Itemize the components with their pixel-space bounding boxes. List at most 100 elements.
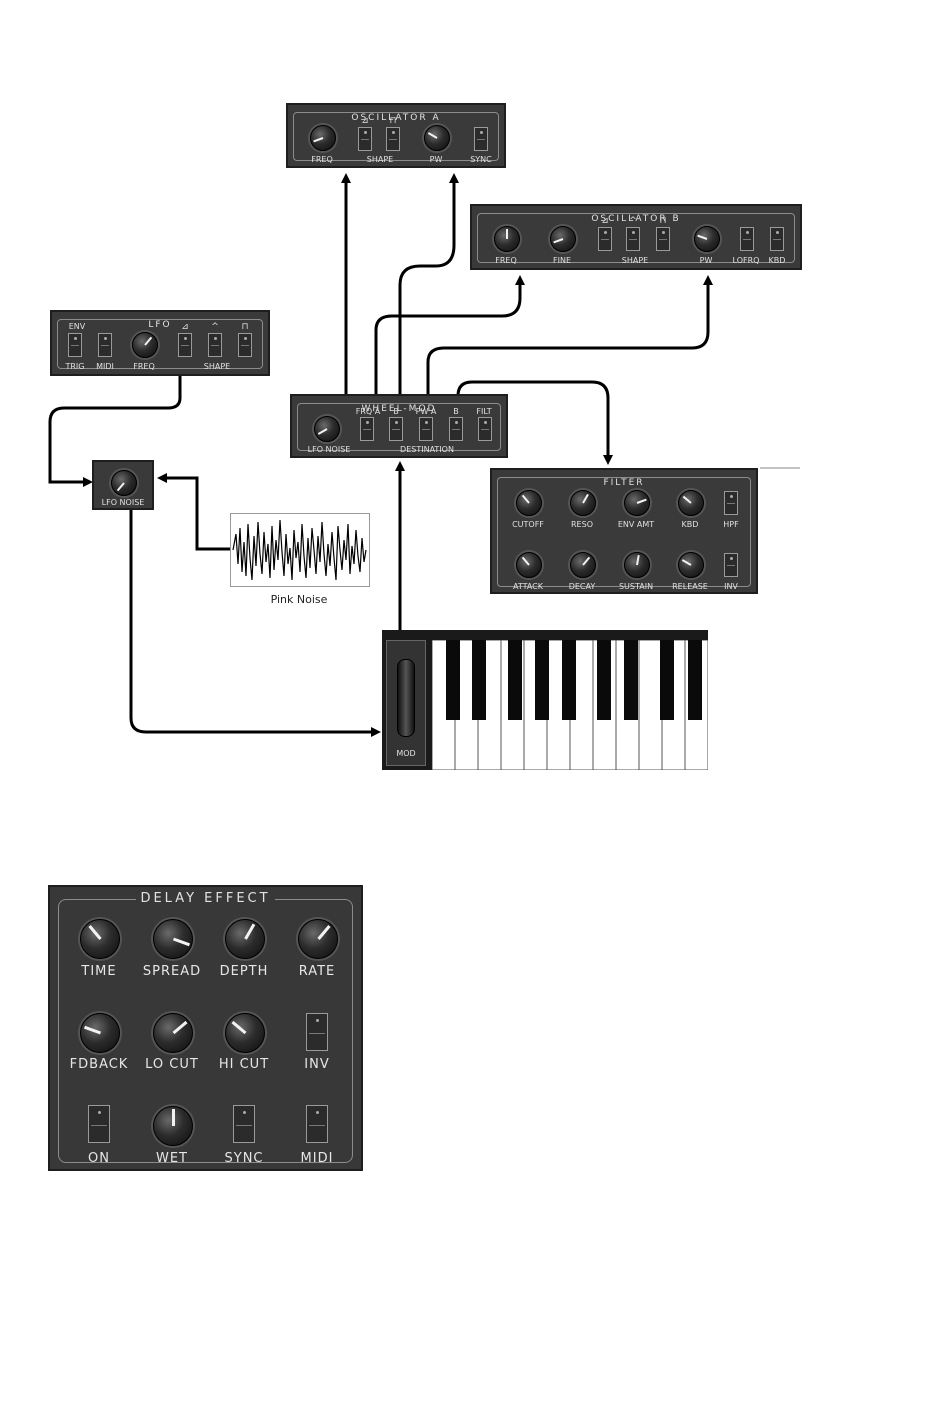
wheel-mod-pwa-switch[interactable] (419, 417, 433, 441)
wheel-mod-pwb-switch[interactable] (449, 417, 463, 441)
mod-wheel[interactable] (397, 659, 415, 737)
keyboard: MOD (382, 630, 708, 770)
osc-a-freq-knob[interactable] (310, 125, 336, 151)
lfo-shape-saw-switch[interactable] (178, 333, 192, 357)
delay-wet-knob[interactable] (153, 1106, 193, 1146)
saw-wave-icon: ⊿ (181, 322, 189, 332)
wire-to-filter (456, 380, 613, 465)
filter-release-knob[interactable] (678, 552, 704, 578)
lfo-noise-knob[interactable] (111, 470, 137, 496)
filter-sustain-knob[interactable] (624, 552, 650, 578)
wheel-mod-title: WHEEL-MOD (357, 404, 441, 414)
lfo-freq-knob[interactable] (132, 332, 158, 358)
filter-decay-label: DECAY (568, 582, 596, 591)
oscillator-b-panel: OSCILLATOR B ⊿ ^ ⊓ FREQ FINE SHAPE PW LO… (470, 204, 802, 270)
wire-to-osc-b-freq (374, 275, 525, 396)
filter-decay-knob[interactable] (570, 552, 596, 578)
osc-b-fine-knob[interactable] (550, 226, 576, 252)
osc-b-shape-label: SHAPE (621, 256, 649, 265)
osc-a-sync-switch[interactable] (474, 127, 488, 151)
filter-env-amt-label: ENV AMT (617, 520, 655, 529)
delay-inv-label: INV (304, 1057, 330, 1072)
filter-env-amt-knob[interactable] (624, 490, 650, 516)
square-wave-icon: ⊓ (659, 216, 667, 226)
delay-rate-label: RATE (298, 964, 336, 979)
delay-spread-label: SPREAD (142, 964, 202, 979)
wire-pinknoise-to-noise (157, 473, 230, 551)
lfo-title: LFO (144, 320, 176, 330)
osc-a-shape-saw-switch[interactable] (358, 127, 372, 151)
delay-midi-label: MIDI (300, 1151, 334, 1166)
wheel-mod-lfo-noise-knob[interactable] (314, 416, 340, 442)
osc-a-sync-label: SYNC (470, 155, 492, 164)
lfo-shape-triangle-switch[interactable] (208, 333, 222, 357)
osc-a-shape-square-switch[interactable] (386, 127, 400, 151)
lfo-trig-switch[interactable] (68, 333, 82, 357)
delay-on-switch[interactable] (88, 1105, 110, 1143)
lfo-midi-label: MIDI (96, 362, 114, 371)
lfo-trig-label: TRIG (65, 362, 85, 371)
delay-fdback-knob[interactable] (80, 1013, 120, 1053)
wheel-mod-filt-switch[interactable] (478, 417, 492, 441)
filter-cutoff-knob[interactable] (516, 490, 542, 516)
filter-panel: FILTER CUTOFF RESO ENV AMT KBD HPF ATTAC… (490, 468, 758, 594)
osc-b-shape-square-switch[interactable] (656, 227, 670, 251)
wheel-mod-lfo-noise-label: LFO NOISE (307, 445, 351, 454)
delay-lo-cut-knob[interactable] (153, 1013, 193, 1053)
wheel-mod-destination-label: DESTINATION (400, 445, 454, 454)
osc-b-pw-knob[interactable] (694, 226, 720, 252)
osc-b-kbd-switch[interactable] (770, 227, 784, 251)
delay-time-knob[interactable] (80, 919, 120, 959)
delay-depth-knob[interactable] (225, 919, 265, 959)
wheel-mod-frqb-switch[interactable] (389, 417, 403, 441)
oscillator-a-panel: OSCILLATOR A ⊿ ⊓ FREQ SHAPE PW SYNC (286, 103, 506, 168)
lfo-shape-label: SHAPE (203, 362, 231, 371)
delay-wet-label: WET (155, 1151, 188, 1166)
filter-cutoff-label: CUTOFF (512, 520, 544, 529)
delay-title: DELAY EFFECT (136, 891, 275, 906)
triangle-wave-icon: ^ (629, 216, 637, 226)
delay-rate-knob[interactable] (298, 919, 338, 959)
filter-reso-knob[interactable] (570, 490, 596, 516)
lfo-env-label: ENV (68, 322, 86, 331)
triangle-wave-icon: ^ (211, 322, 219, 332)
osc-b-shape-saw-switch[interactable] (598, 227, 612, 251)
delay-midi-switch[interactable] (306, 1105, 328, 1143)
piano-keys (432, 640, 708, 770)
delay-sync-switch[interactable] (233, 1105, 255, 1143)
wheel-mod-b2-label: B (453, 407, 459, 416)
filter-attack-label: ATTACK (512, 582, 544, 591)
osc-b-freq-label: FREQ (495, 256, 517, 265)
lfo-shape-square-switch[interactable] (238, 333, 252, 357)
pink-noise-waveform (232, 519, 367, 581)
filter-hpf-label: HPF (723, 520, 739, 529)
lfo-midi-switch[interactable] (98, 333, 112, 357)
delay-sync-label: SYNC (224, 1151, 264, 1166)
osc-b-fine-label: FINE (553, 256, 571, 265)
filter-attack-knob[interactable] (516, 552, 542, 578)
filter-inv-switch[interactable] (724, 553, 738, 577)
lfo-panel: LFO ENV ⊿ ^ ⊓ TRIG MIDI FREQ SHAPE (50, 310, 270, 376)
filter-hpf-switch[interactable] (724, 491, 738, 515)
filter-kbd-label: KBD (681, 520, 699, 529)
osc-a-pw-knob[interactable] (424, 125, 450, 151)
delay-fdback-label: FDBACK (69, 1057, 129, 1072)
mod-wheel-label: MOD (396, 749, 416, 758)
wheel-mod-frqa-switch[interactable] (360, 417, 374, 441)
osc-b-freq-knob[interactable] (494, 226, 520, 252)
osc-b-shape-triangle-switch[interactable] (626, 227, 640, 251)
filter-inv-label: INV (724, 582, 738, 591)
wheel-mod-frqa-label: FRQ A (355, 407, 381, 416)
mod-wheel-housing: MOD (386, 640, 426, 766)
delay-spread-knob[interactable] (153, 919, 193, 959)
filter-title: FILTER (599, 478, 649, 488)
delay-inv-switch[interactable] (306, 1013, 328, 1051)
lfo-freq-label: FREQ (133, 362, 155, 371)
osc-a-pw-label: PW (429, 155, 443, 164)
filter-kbd-knob[interactable] (678, 490, 704, 516)
delay-hi-cut-knob[interactable] (225, 1013, 265, 1053)
osc-b-lofreq-switch[interactable] (740, 227, 754, 251)
osc-a-freq-label: FREQ (311, 155, 333, 164)
wheel-mod-pwa-label: PW A (415, 407, 437, 416)
